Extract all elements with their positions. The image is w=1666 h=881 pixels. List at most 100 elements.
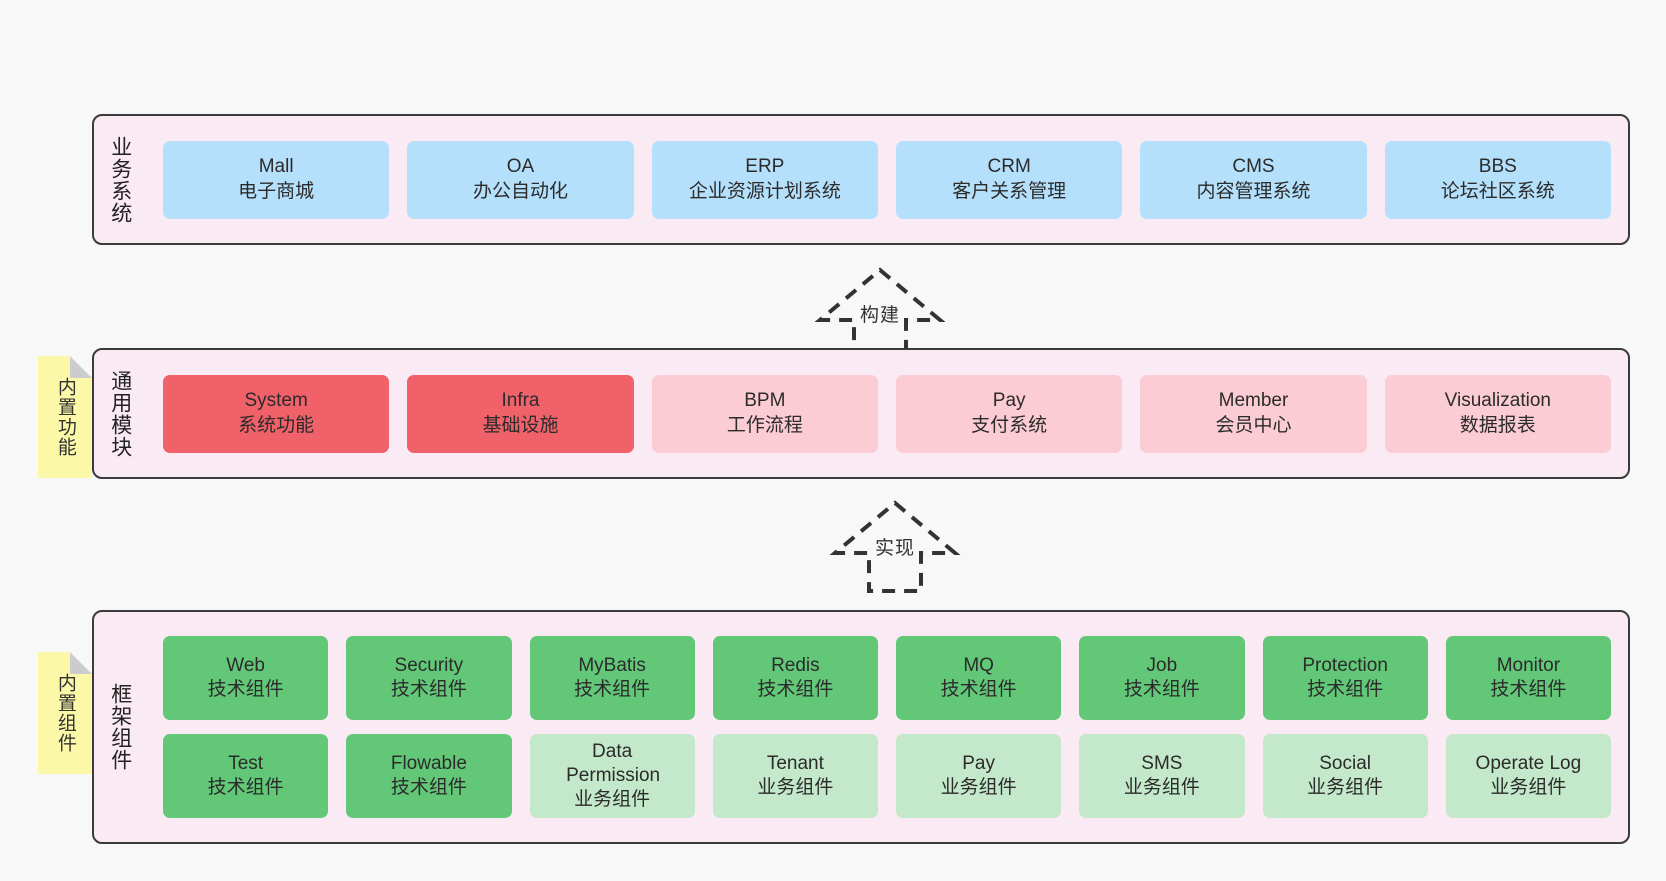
node-en-label: System [244, 390, 308, 412]
node-en-label: Protection [1302, 654, 1388, 676]
sticky-note-builtin-functions: 内置功能 [38, 356, 92, 478]
node-en-label: Data Permission [566, 740, 661, 786]
node-row: Test 技术组件 Flowable 技术组件 Data Permission … [154, 734, 1620, 818]
node-cn-label: 技术组件 [1123, 679, 1200, 700]
node-cn-label: 技术组件 [940, 679, 1017, 700]
sticky-note-label: 内置组件 [54, 673, 76, 753]
node-data-permission[interactable]: Data Permission 业务组件 [529, 734, 695, 818]
node-cn-label: 技术组件 [390, 679, 467, 700]
node-cn-label: 技术组件 [574, 679, 651, 700]
node-en-label: MQ [963, 654, 994, 676]
dashed-up-arrow-icon [814, 267, 946, 360]
node-row: Mall 电子商城 OA 办公自动化 ERP 企业资源计划系统 CRM 客户关系… [154, 140, 1620, 219]
layer-title-common-modules: 通用模块 [108, 369, 132, 458]
node-bbs[interactable]: BBS 论坛社区系统 [1384, 140, 1611, 219]
node-bpm[interactable]: BPM 工作流程 [651, 374, 878, 453]
node-en-label: CMS [1232, 156, 1275, 178]
node-row: System 系统功能 Infra 基础设施 BPM 工作流程 Pay 支付系统… [154, 374, 1620, 453]
layer-common-modules: 通用模块 System 系统功能 Infra 基础设施 BPM 工作流程 Pay… [92, 348, 1630, 479]
node-en-label: Security [394, 654, 464, 676]
node-en-label: OA [506, 156, 535, 178]
node-en-label: Social [1319, 752, 1371, 774]
node-tenant[interactable]: Tenant 业务组件 [712, 734, 878, 818]
node-mq[interactable]: MQ 技术组件 [896, 636, 1062, 720]
node-cn-label: 技术组件 [757, 679, 834, 700]
node-cn-label: 业务组件 [757, 777, 834, 798]
node-visualization[interactable]: Visualization 数据报表 [1384, 374, 1611, 453]
node-cn-label: 业务组件 [1123, 777, 1200, 798]
node-member[interactable]: Member 会员中心 [1140, 374, 1367, 453]
sticky-note-label: 内置功能 [54, 377, 76, 457]
node-mybatis[interactable]: MyBatis 技术组件 [529, 636, 695, 720]
node-cn-label: 企业资源计划系统 [688, 180, 841, 202]
node-system[interactable]: System 系统功能 [163, 374, 390, 453]
node-infra[interactable]: Infra 基础设施 [407, 374, 634, 453]
node-en-label: Member [1218, 390, 1289, 412]
node-cn-label: 支付系统 [971, 414, 1048, 436]
node-sms[interactable]: SMS 业务组件 [1079, 734, 1245, 818]
node-pay[interactable]: Pay 支付系统 [895, 374, 1123, 453]
node-en-label: Flowable [390, 752, 467, 774]
node-cn-label: 业务组件 [574, 789, 651, 811]
node-cn-label: 内容管理系统 [1196, 180, 1311, 202]
node-en-label: Test [228, 752, 264, 774]
node-cn-label: 电子商城 [238, 180, 315, 202]
node-en-label: Redis [771, 654, 820, 676]
connector-implement: 实现 [805, 495, 985, 595]
node-cn-label: 技术组件 [390, 777, 467, 798]
node-test[interactable]: Test 技术组件 [163, 734, 329, 818]
node-cn-label: 业务组件 [940, 777, 1017, 798]
layer-body-common-modules: System 系统功能 Infra 基础设施 BPM 工作流程 Pay 支付系统… [146, 350, 1628, 477]
layer-framework-components: 框架组件 Web 技术组件 Security 技术组件 MyBatis 技术组件… [92, 610, 1630, 844]
node-cn-label: 办公自动化 [472, 180, 568, 202]
node-job[interactable]: Job 技术组件 [1079, 636, 1245, 720]
node-cn-label: 技术组件 [1490, 679, 1567, 700]
node-crm[interactable]: CRM 客户关系管理 [895, 140, 1123, 219]
node-en-label: Pay [992, 390, 1026, 412]
node-en-label: MyBatis [578, 654, 646, 676]
layer-body-framework-components: Web 技术组件 Security 技术组件 MyBatis 技术组件 Redi… [146, 612, 1628, 842]
node-cn-label: 工作流程 [726, 414, 803, 436]
node-pay-component[interactable]: Pay 业务组件 [896, 734, 1062, 818]
node-en-label: Web [226, 654, 265, 676]
node-cn-label: 论坛社区系统 [1440, 180, 1555, 202]
node-en-label: BPM [744, 390, 786, 412]
dashed-up-arrow-icon [829, 500, 961, 593]
node-en-label: CRM [987, 156, 1031, 178]
node-oa[interactable]: OA 办公自动化 [407, 140, 634, 219]
layer-body-business-systems: Mall 电子商城 OA 办公自动化 ERP 企业资源计划系统 CRM 客户关系… [146, 116, 1628, 243]
node-flowable[interactable]: Flowable 技术组件 [346, 734, 512, 818]
sticky-note-builtin-components: 内置组件 [38, 652, 92, 774]
node-cn-label: 技术组件 [207, 679, 284, 700]
layer-title-business-systems: 业务系统 [108, 135, 132, 224]
node-cn-label: 会员中心 [1215, 414, 1292, 436]
node-cn-label: 业务组件 [1490, 777, 1567, 798]
node-cn-label: 业务组件 [1307, 777, 1384, 798]
node-mall[interactable]: Mall 电子商城 [163, 140, 390, 219]
node-en-label: Infra [501, 390, 540, 412]
node-cn-label: 客户关系管理 [952, 180, 1067, 202]
node-en-label: ERP [745, 156, 785, 178]
node-en-label: Monitor [1496, 654, 1561, 676]
node-cn-label: 系统功能 [238, 414, 315, 436]
node-cn-label: 技术组件 [1307, 679, 1384, 700]
node-erp[interactable]: ERP 企业资源计划系统 [651, 140, 878, 219]
node-web[interactable]: Web 技术组件 [163, 636, 329, 720]
node-en-label: Mall [258, 156, 294, 178]
node-security[interactable]: Security 技术组件 [346, 636, 512, 720]
node-cn-label: 数据报表 [1459, 414, 1536, 436]
node-en-label: Tenant [766, 752, 824, 774]
node-monitor[interactable]: Monitor 技术组件 [1445, 636, 1611, 720]
node-social[interactable]: Social 业务组件 [1262, 734, 1428, 818]
node-operate-log[interactable]: Operate Log 业务组件 [1445, 734, 1611, 818]
connector-build: 构建 [790, 262, 970, 362]
node-en-label: Visualization [1444, 390, 1551, 412]
node-cn-label: 基础设施 [482, 414, 559, 436]
node-cms[interactable]: CMS 内容管理系统 [1140, 140, 1367, 219]
node-redis[interactable]: Redis 技术组件 [712, 636, 878, 720]
node-en-label: Pay [962, 752, 995, 774]
layer-business-systems: 业务系统 Mall 电子商城 OA 办公自动化 ERP 企业资源计划系统 CRM… [92, 114, 1630, 245]
node-en-label: Job [1146, 654, 1178, 676]
node-protection[interactable]: Protection 技术组件 [1262, 636, 1428, 720]
